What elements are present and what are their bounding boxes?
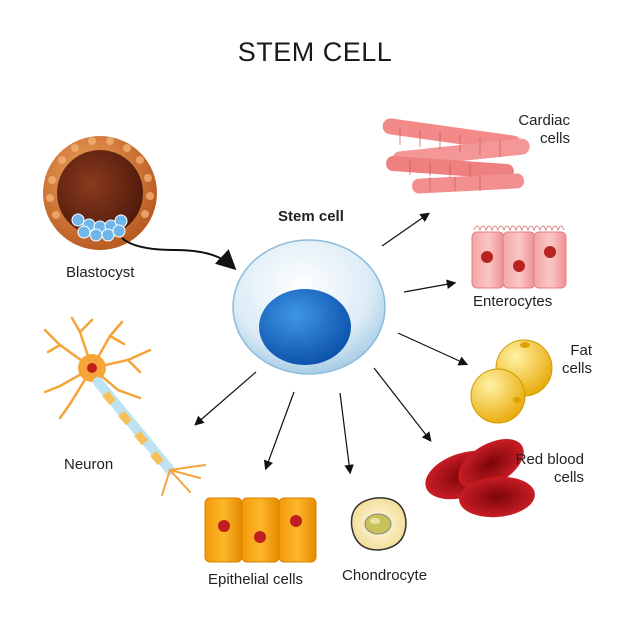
- cardiac-label-line2: cells: [500, 130, 570, 148]
- red-blood-cells-label: Red blood cells: [496, 451, 584, 487]
- chondrocyte-label: Chondrocyte: [342, 567, 427, 585]
- blastocyst-illustration: [43, 136, 157, 250]
- enterocytes-illustration: [472, 226, 566, 288]
- fat-label-line2: cells: [540, 360, 592, 378]
- arrow-to-fat: [398, 333, 466, 364]
- arrow-to-red-blood: [374, 368, 430, 440]
- epithelial-cells-label: Epithelial cells: [208, 571, 303, 589]
- cardiac-label-line1: Cardiac: [500, 112, 570, 130]
- blastocyst-arrow: [122, 238, 232, 266]
- enterocytes-label: Enterocytes: [473, 293, 552, 311]
- epithelial-cells-illustration: [205, 498, 316, 562]
- arrow-to-chondrocyte: [340, 393, 350, 472]
- arrow-to-enterocytes: [404, 283, 454, 292]
- blastocyst-label: Blastocyst: [66, 264, 134, 282]
- arrow-to-epithelial: [266, 392, 294, 468]
- red-blood-label-line1: Red blood: [496, 451, 584, 469]
- red-blood-label-line2: cells: [496, 469, 584, 487]
- fat-label-line1: Fat: [540, 342, 592, 360]
- stem-cell-label: Stem cell: [278, 208, 344, 226]
- neuron-label: Neuron: [64, 456, 113, 474]
- arrow-to-cardiac: [382, 214, 428, 246]
- chondrocyte-illustration: [352, 498, 407, 550]
- arrow-to-neuron: [196, 372, 256, 424]
- fat-cells-label: Fat cells: [540, 342, 592, 378]
- stem-cell-illustration: [233, 240, 385, 374]
- cardiac-cells-label: Cardiac cells: [500, 112, 570, 148]
